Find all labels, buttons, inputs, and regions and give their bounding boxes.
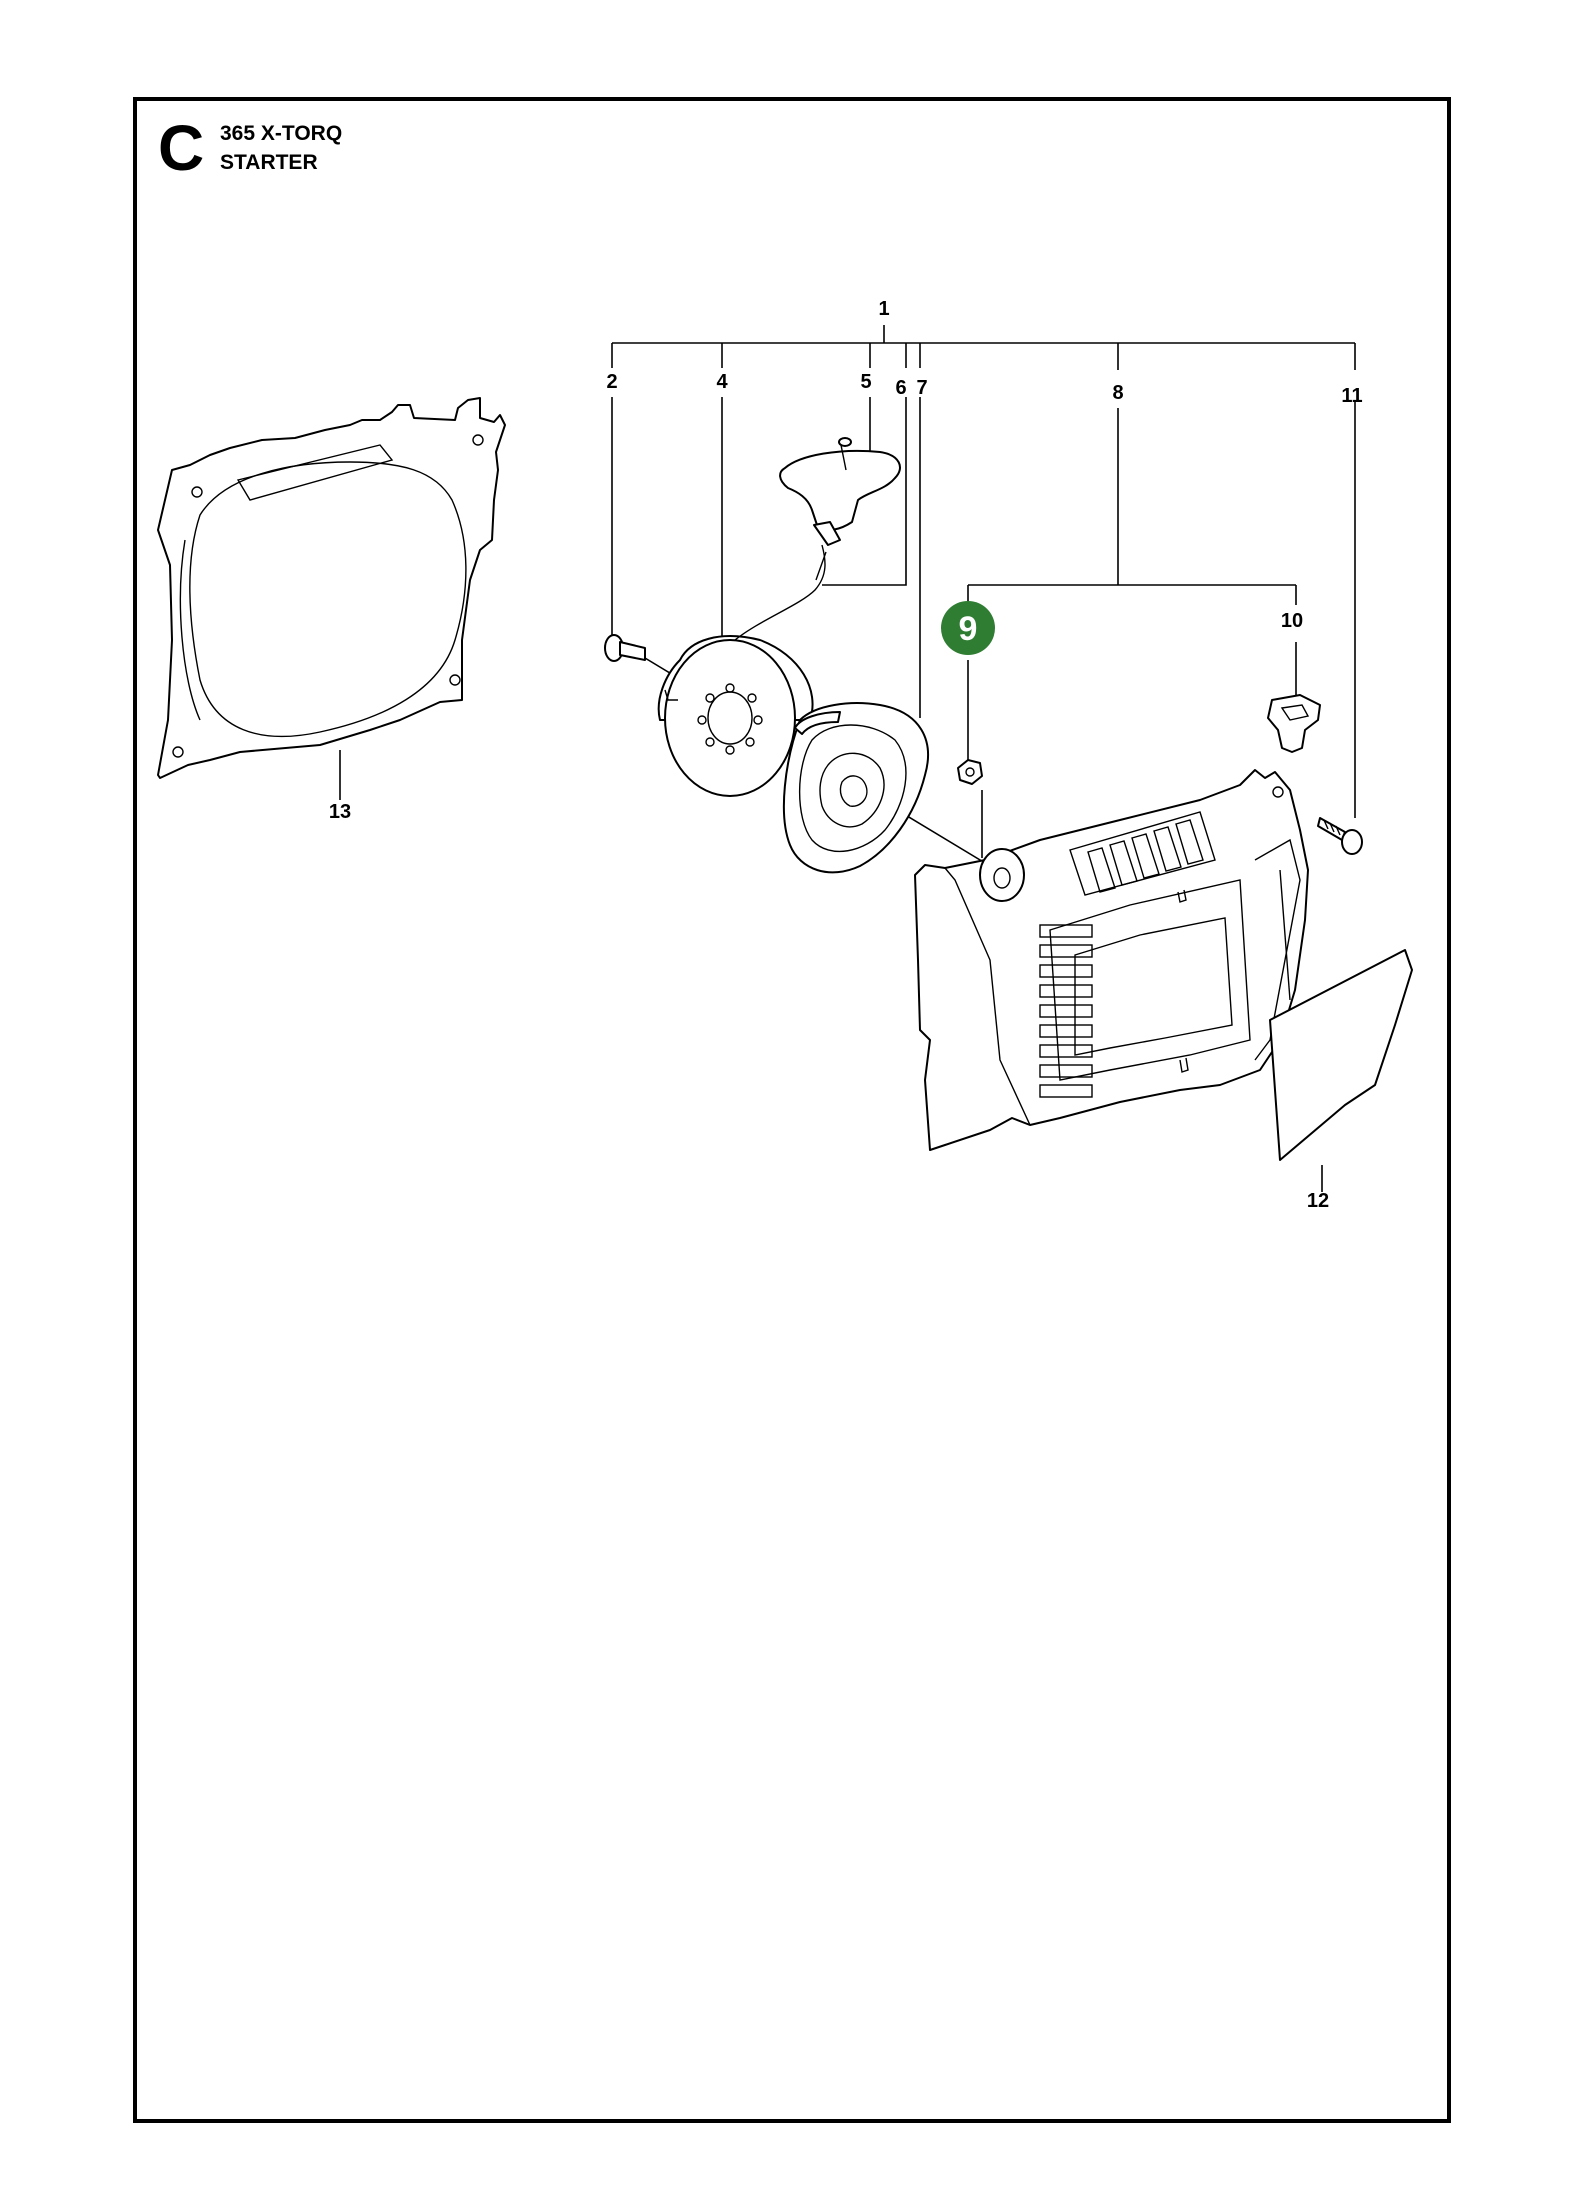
- rope-pulley-part: [657, 635, 814, 797]
- label-part-10: 10: [1281, 610, 1303, 632]
- label-part-8: 8: [1112, 382, 1123, 404]
- screw-part-11: [1317, 817, 1363, 855]
- label-part-1: 1: [878, 298, 889, 320]
- screw-part-2: [604, 634, 646, 662]
- label-part-4: 4: [716, 371, 728, 393]
- recoil-spring-part: [782, 702, 929, 874]
- model-title: 365 X-TORQ: [220, 122, 343, 145]
- starter-cover-part: [914, 769, 1309, 1151]
- label-part-7: 7: [916, 377, 927, 399]
- bushing-part-10: [1267, 694, 1321, 753]
- page-frame: [133, 97, 1451, 2123]
- section-title: STARTER: [220, 151, 318, 174]
- cover-vent-slots-top: [1087, 819, 1204, 893]
- decal-part-12: [1269, 949, 1413, 1161]
- starter-handle-part: [734, 437, 901, 641]
- label-part-11: 11: [1341, 385, 1362, 407]
- label-part-6: 6: [895, 377, 906, 399]
- highlight-badge: [941, 601, 995, 655]
- fan-housing-part: [157, 397, 506, 779]
- nut-part-9: [957, 759, 983, 785]
- part-labels: 1 2 4 5 6 7 8 11 10 12 13 9: [329, 298, 1363, 1212]
- label-part-13: 13: [329, 801, 351, 823]
- label-part-12: 12: [1307, 1190, 1329, 1212]
- label-part-9-highlighted: 9: [959, 610, 978, 648]
- cover-vent-slots-side: [1039, 924, 1093, 1098]
- label-part-5: 5: [860, 371, 871, 393]
- section-letter: C: [158, 112, 205, 184]
- leader-lines: [339, 325, 1356, 1192]
- label-part-2: 2: [606, 371, 617, 393]
